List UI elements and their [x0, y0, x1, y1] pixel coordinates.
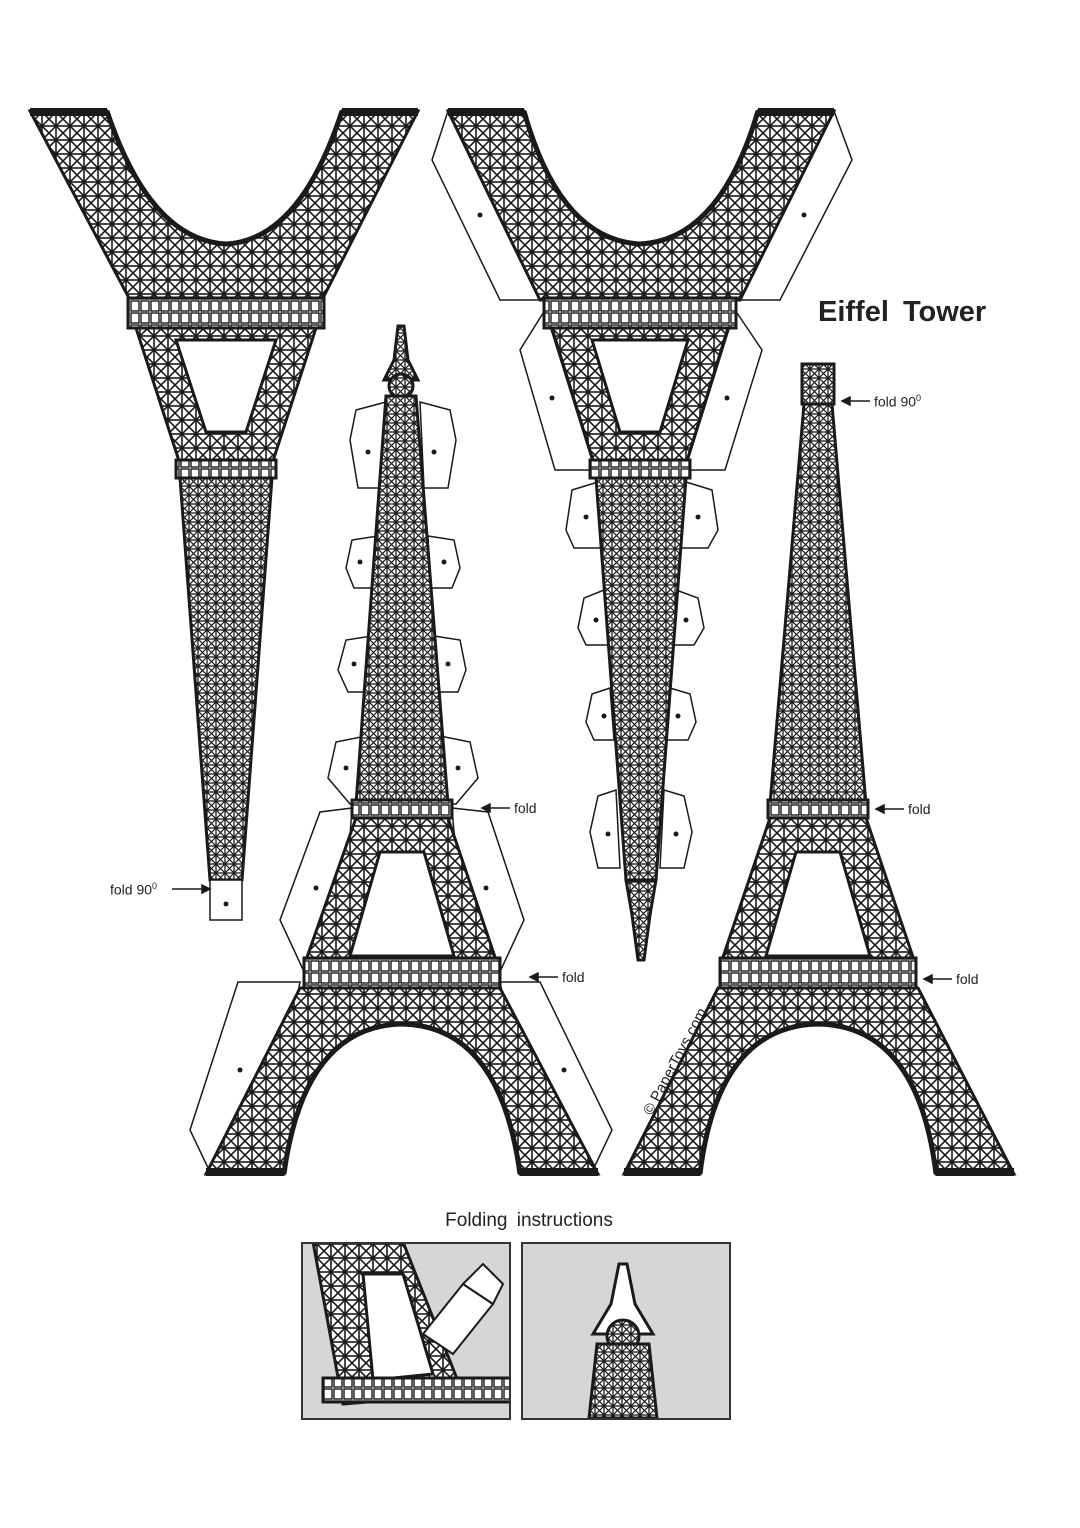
piece-right-upright — [621, 362, 1017, 1176]
fold-90-label-left: fold 900 — [110, 881, 157, 898]
fold-arrows — [172, 395, 952, 985]
fold-label-right-upper: fold — [908, 801, 931, 817]
degree-mark: 0 — [916, 393, 922, 403]
fold-label-right-lower: fold — [956, 971, 979, 987]
instruction-illustration-1 — [311, 1244, 509, 1406]
instruction-panel-2 — [521, 1242, 731, 1420]
folding-instructions-title: Folding instructions — [445, 1210, 613, 1231]
fold-90-label-right: fold 900 — [874, 393, 921, 410]
piece-right-inverted-tabbed — [431, 108, 853, 962]
fold-90-text: fold 90 — [874, 393, 917, 410]
instruction-illustration-2 — [587, 1262, 659, 1418]
fold-90-text: fold 90 — [110, 881, 153, 898]
page-title: Eiffel Tower — [818, 296, 987, 328]
piece-center-upright-tabbed — [189, 324, 613, 1176]
fold-label-center-upper: fold — [514, 800, 537, 816]
piece-left-inverted — [27, 108, 421, 921]
instruction-panel-1 — [301, 1242, 511, 1420]
degree-mark: 0 — [152, 881, 158, 891]
fold-label-center-lower: fold — [562, 969, 585, 985]
